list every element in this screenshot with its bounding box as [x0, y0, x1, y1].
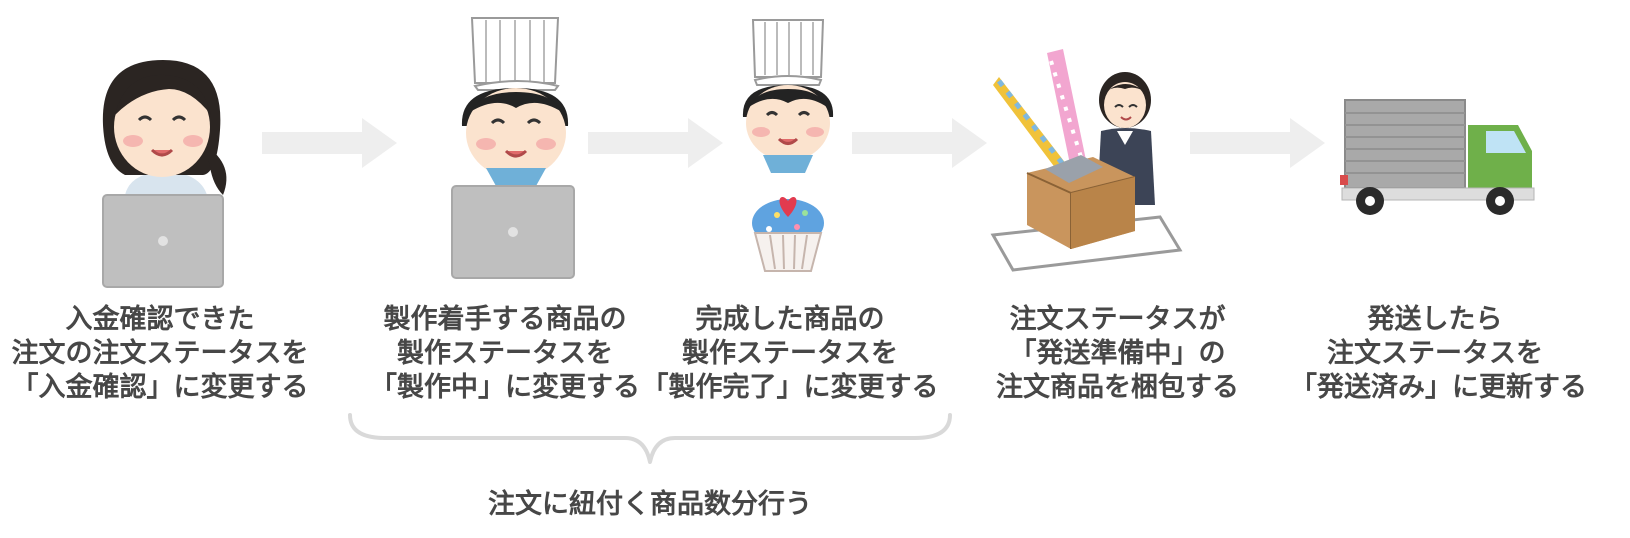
arrow-right-icon	[262, 118, 397, 168]
woman-laptop-icon	[102, 60, 227, 288]
caption-line: 「製作中」に変更する	[370, 372, 640, 403]
step-2-caption: 製作着手する商品の 製作ステータスを 「製作中」に変更する	[370, 303, 640, 405]
chef-cupcake-icon	[742, 19, 834, 272]
caption-line: 「製作完了」に変更する	[641, 372, 939, 403]
caption-line: 入金確認できた	[65, 304, 255, 335]
arrow-right-icon	[852, 118, 987, 168]
caption-line: 注文ステータスを	[1327, 338, 1543, 369]
group-label: 注文に紐付く商品数分行う	[488, 489, 812, 520]
caption-line: 製作ステータスを	[682, 338, 898, 369]
caption-line: 完成した商品の	[695, 304, 885, 335]
truck-icon	[1340, 99, 1535, 215]
caption-line: 「発送済み」に更新する	[1290, 372, 1587, 403]
caption-line: 「入金確認」に変更する	[11, 372, 309, 403]
step-4-caption: 注文ステータスが 「発送準備中」の 注文商品を梱包する	[990, 303, 1245, 405]
caption-line: 注文商品を梱包する	[996, 372, 1239, 403]
chef-laptop-icon	[451, 17, 575, 279]
arrow-right-icon	[588, 118, 723, 168]
step-1-caption: 入金確認できた 注文の注文ステータスを 「入金確認」に変更する	[5, 303, 315, 405]
arrow-right-icon	[1190, 118, 1325, 168]
woman-packing-icon	[990, 49, 1183, 272]
caption-line: 注文ステータスが	[1009, 304, 1226, 335]
caption-line: 製作ステータスを	[397, 338, 613, 369]
caption-line: 発送したら	[1367, 304, 1503, 335]
caption-line: 注文の注文ステータスを	[11, 338, 309, 369]
step-5-caption: 発送したら 注文ステータスを 「発送済み」に更新する	[1290, 303, 1587, 405]
caption-line: 「発送準備中」の	[1009, 338, 1226, 369]
caption-line: 製作着手する商品の	[383, 304, 627, 335]
step-3-caption: 完成した商品の 製作ステータスを 「製作完了」に変更する	[640, 303, 940, 405]
group-brace	[348, 413, 952, 464]
